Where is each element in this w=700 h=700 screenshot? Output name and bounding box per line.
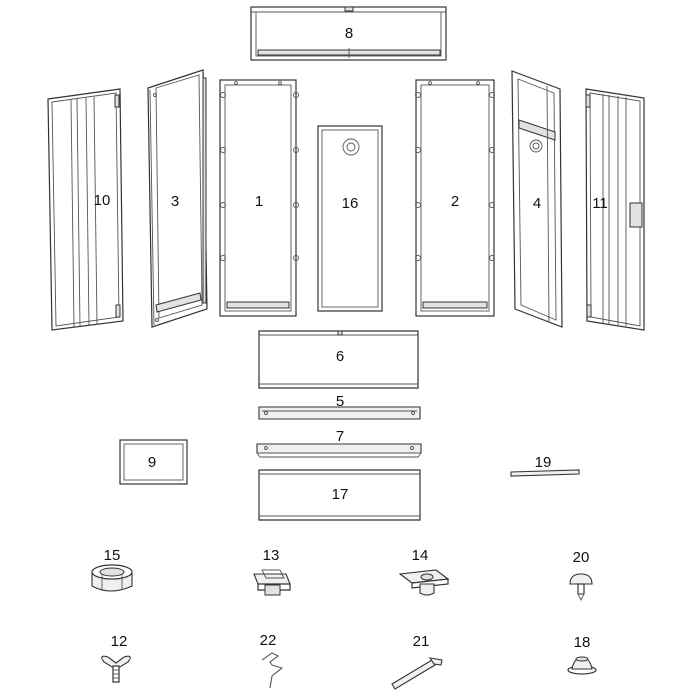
part-14-corner-bracket: 14 (398, 547, 450, 596)
part-9-small-panel: 9 (119, 439, 188, 485)
part-15-label: 15 (104, 547, 121, 564)
part-9-label: 9 (148, 454, 156, 471)
part-8-label: 8 (345, 25, 353, 42)
part-21-label: 21 (413, 633, 430, 650)
part-13-shelf-bracket: 13 (253, 547, 291, 596)
part-17-label: 17 (332, 486, 349, 503)
part-20-label: 20 (573, 549, 590, 566)
part-11-label: 11 (592, 195, 608, 212)
part-5-label: 5 (336, 393, 344, 410)
part-16-center-back-panel: 16 (317, 125, 383, 312)
part-17-bottom-panel: 17 (258, 469, 421, 521)
part-22-hinge-pin: 22 (260, 632, 283, 689)
part-4-right-side-panel: 4 (511, 70, 563, 328)
part-11-right-door: 11 (585, 88, 645, 331)
part-10-label: 10 (94, 192, 111, 209)
part-3-left-side-panel: 3 (147, 69, 208, 328)
part-7-label: 7 (336, 428, 344, 445)
part-4-label: 4 (533, 195, 541, 212)
part-19-label: 19 (535, 454, 552, 471)
part-12-wing-screw: 12 (101, 633, 131, 683)
part-22-label: 22 (260, 632, 277, 649)
part-18-label: 18 (574, 634, 591, 651)
part-5-front-rail: 5 (258, 393, 421, 420)
part-6-label: 6 (336, 348, 344, 365)
part-20-push-pin: 20 (569, 549, 593, 602)
part-6-shelf: 6 (258, 330, 419, 389)
part-2-label: 2 (451, 193, 459, 210)
part-1-label: 1 (255, 193, 263, 210)
part-1-left-back-panel: 1 (219, 79, 299, 317)
part-19-rod: 19 (510, 454, 580, 477)
part-14-label: 14 (412, 547, 429, 564)
part-13-label: 13 (263, 547, 280, 564)
part-8-top-panel: 8 (250, 6, 447, 61)
part-10-left-door: 10 (47, 88, 124, 331)
part-3-label: 3 (171, 193, 179, 210)
part-16-label: 16 (342, 195, 359, 212)
part-15-foot-cup: 15 (91, 547, 133, 592)
part-21-allen-key: 21 (391, 633, 443, 690)
part-18-knob: 18 (567, 634, 597, 675)
part-12-label: 12 (111, 633, 128, 650)
part-7-back-rail: 7 (256, 428, 422, 458)
part-2-right-back-panel: 2 (415, 79, 495, 317)
